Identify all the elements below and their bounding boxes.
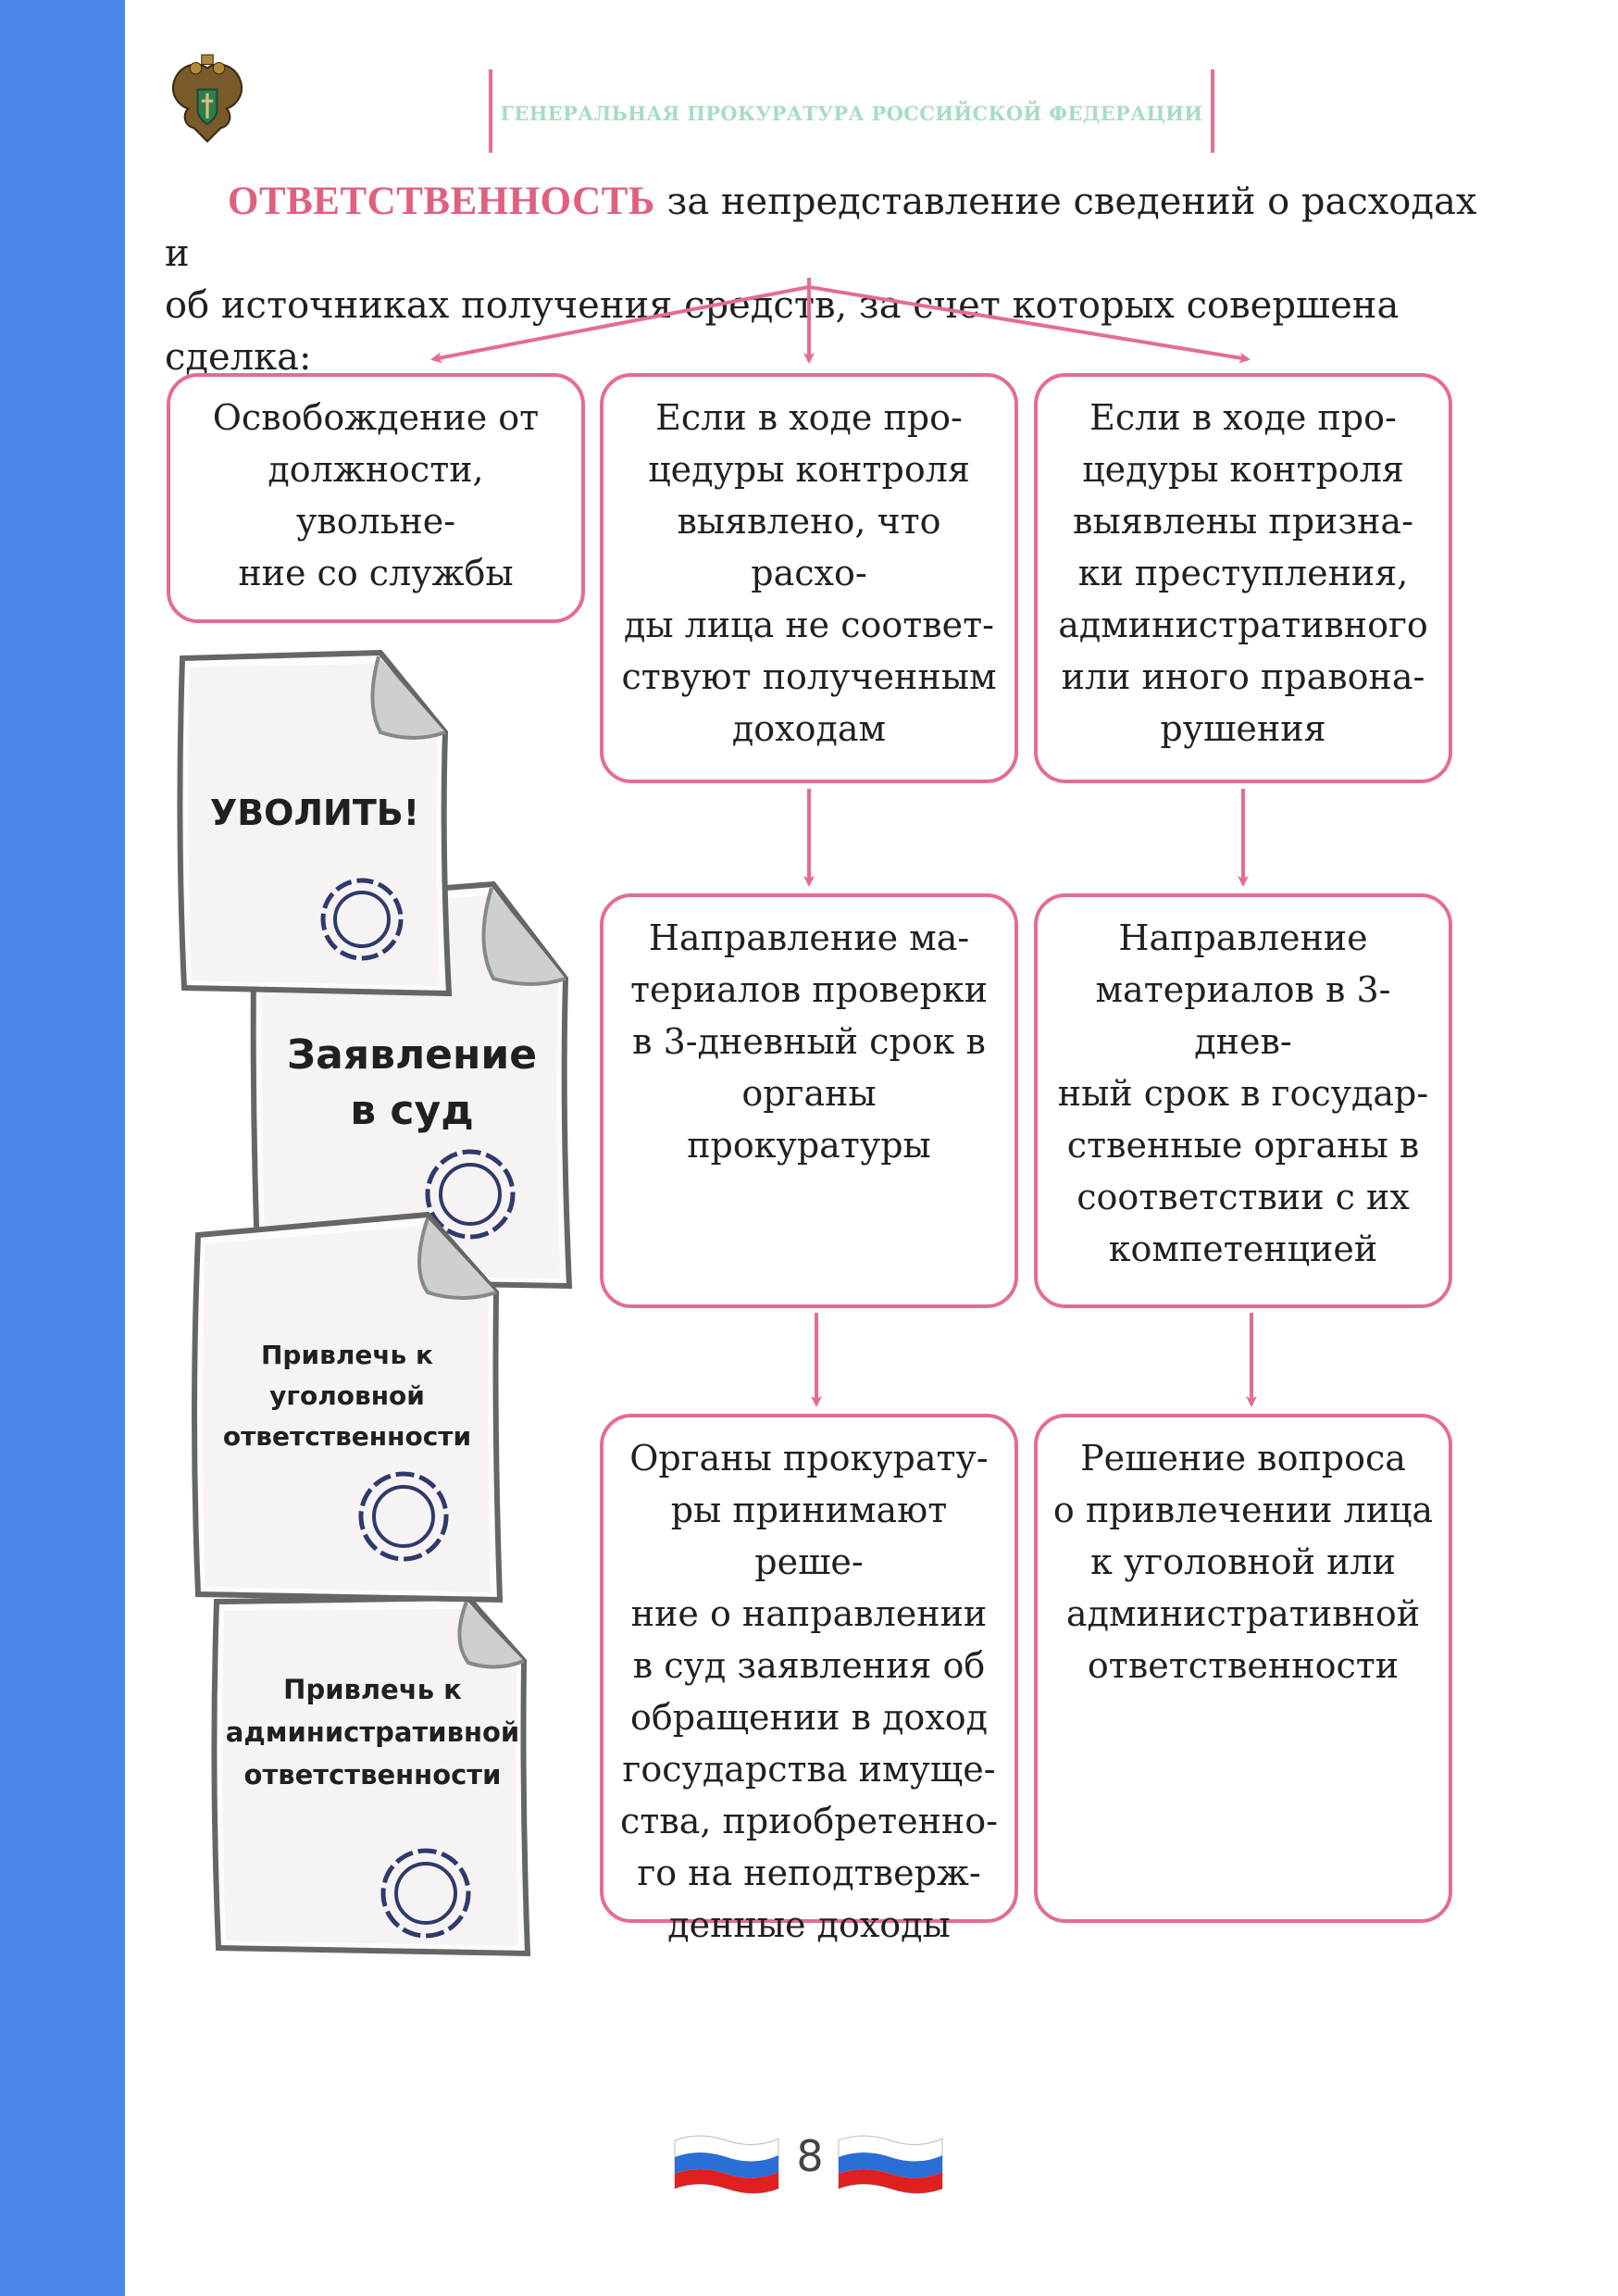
document-sheet-icon <box>177 649 453 997</box>
intro-line-1: за непредставление сведений о расходах и <box>165 181 1477 275</box>
document-sheet-icon <box>211 1594 531 1957</box>
stamp-icon <box>425 1149 516 1240</box>
flow-box-liability-decision: Решение вопроса о привлечении лица к уго… <box>1034 1414 1452 1923</box>
intro-keyword: ОТВЕТСТВЕННОСТЬ <box>228 180 655 223</box>
flow-box-to-prosecutor: Направление ма- териалов проверки в 3-дн… <box>600 893 1018 1308</box>
stamp-icon <box>358 1471 449 1562</box>
header-divider-right <box>1211 69 1214 153</box>
flow-box-prosecutor-decision: Органы прокурату- ры принимают реше- ние… <box>600 1414 1018 1945</box>
document-label-criminal: Привлечь к уголовной ответственности <box>222 1340 472 1452</box>
document-label-court: Заявление в суд <box>286 1031 538 1134</box>
flow-box-dismissal: Освобождение от должности, увольне- ние … <box>167 373 585 623</box>
russian-flag-icon <box>838 2135 943 2194</box>
header-divider-left <box>489 69 492 153</box>
flow-box-to-state-bodies: Направление материалов в 3-днев- ный сро… <box>1034 893 1452 1308</box>
intro-paragraph: ОТВЕТСТВЕННОСТЬ за непредставление сведе… <box>165 176 1488 383</box>
document-card-administrative: Привлечь к административной ответственно… <box>204 1585 541 1960</box>
header-title: ГЕНЕРАЛЬНАЯ ПРОКУРАТУРА РОССИЙСКОЙ ФЕДЕР… <box>500 102 1203 125</box>
document-sheet-icon <box>192 1211 504 1603</box>
document-label-dismiss: УВОЛИТЬ! <box>209 792 420 833</box>
intro-line-2: об источниках получения средств, за счет… <box>165 284 1400 379</box>
flow-box-expenses-mismatch: Если в ходе про- цедуры контроля выявлен… <box>600 373 1018 783</box>
document-label-administrative: Привлечь к административной ответственно… <box>225 1674 520 1791</box>
stamp-icon <box>320 878 404 961</box>
page-number: 8 <box>796 2131 824 2181</box>
stamp-icon <box>380 1848 471 1939</box>
flow-box-offense-signs: Если в ходе про- цедуры контроля выявлен… <box>1034 373 1452 783</box>
document-card-criminal: Привлечь к уголовной ответственности <box>185 1204 509 1611</box>
blue-sidebar-strip <box>0 0 125 2296</box>
document-card-dismiss: УВОЛИТЬ! <box>171 643 458 1004</box>
double-headed-eagle-emblem-icon <box>172 54 243 144</box>
russian-flag-icon <box>674 2135 779 2194</box>
